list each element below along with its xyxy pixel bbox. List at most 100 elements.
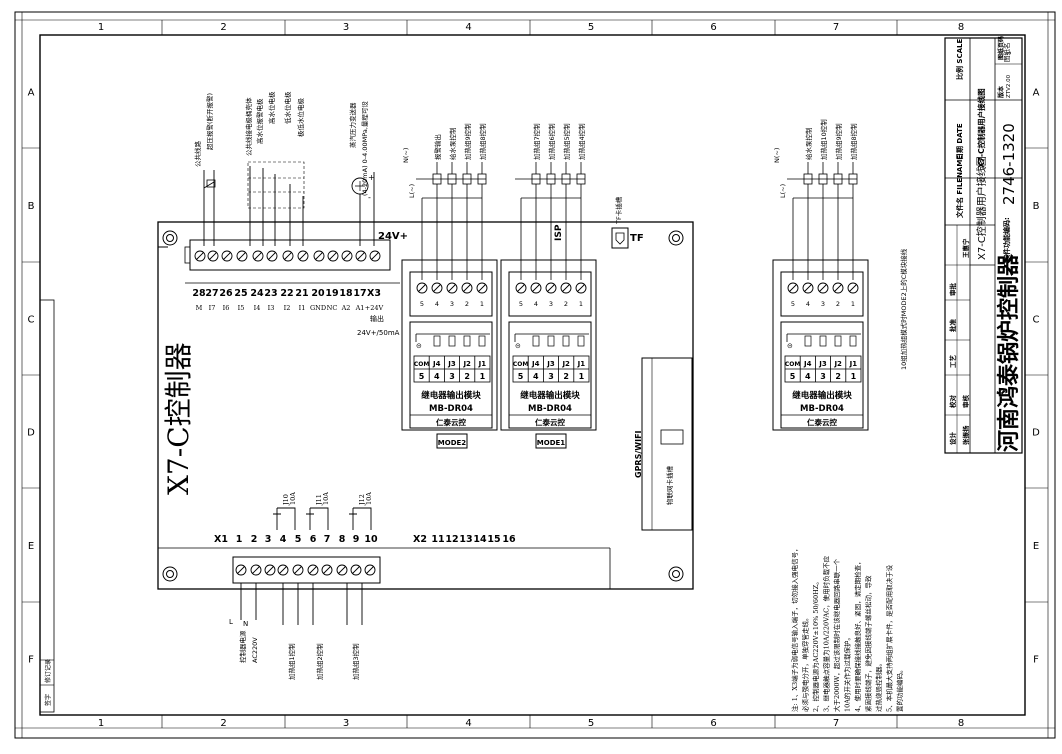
note-line: 5、本机最大支持两组扩展卡件，是否配用取决于设 xyxy=(885,564,894,712)
label-high-alarm: 高水位报警电极 xyxy=(255,98,264,144)
relay-rating: 10A xyxy=(365,492,373,505)
x3-screw-head xyxy=(355,250,367,262)
version-value: ZTV2.00 xyxy=(1006,74,1012,98)
software-code-label: 软件功能编码: xyxy=(1002,217,1011,262)
mode1-j-number: 2 xyxy=(563,372,569,381)
role-reviewer-name: 王惠宁 xyxy=(961,238,970,258)
mode1-screw-head xyxy=(575,282,587,294)
col-label-top: 2 xyxy=(220,22,226,33)
mode2-output-label: 加热组8控制 xyxy=(478,123,487,160)
row-label-right: F xyxy=(1033,655,1039,666)
mode1-term-number: 3 xyxy=(549,300,553,308)
x1-screw-head xyxy=(277,564,289,576)
remote-output-label: 加热组9控制 xyxy=(834,123,843,160)
x3-screw xyxy=(341,250,353,262)
x1-screw xyxy=(264,564,276,576)
mode1-screw-head xyxy=(545,282,557,294)
relay-rating: 10A xyxy=(289,492,297,505)
x3-screw-slot xyxy=(209,252,217,260)
x3-screw-slot xyxy=(343,252,351,260)
x1-screw xyxy=(364,564,376,576)
col-label-top: 6 xyxy=(710,22,716,33)
remote-n-label: N(~) xyxy=(773,148,781,163)
x1-screw-head xyxy=(264,564,276,576)
x1-screw xyxy=(336,564,348,576)
x3-screw xyxy=(207,250,219,262)
row-label-left: D xyxy=(27,428,35,439)
x3-screw xyxy=(266,250,278,262)
x1-screw xyxy=(292,564,304,576)
remote-j-number: 3 xyxy=(820,372,826,381)
x2-terminal-number: 11 xyxy=(431,534,444,545)
mount-hole-tl xyxy=(162,230,178,246)
relay-coil xyxy=(349,507,372,518)
col-label-bottom: 6 xyxy=(710,718,716,729)
x1-screw xyxy=(307,564,319,576)
x1-screw-head xyxy=(292,564,304,576)
x3-screw xyxy=(327,250,339,262)
mode2-screw-head xyxy=(431,282,443,294)
remote-screw-slot xyxy=(804,284,812,292)
mode1-screw xyxy=(575,282,587,294)
mode1-output-label: 加热组4控制 xyxy=(577,123,586,160)
mode1-term-number: 5 xyxy=(519,300,523,308)
mode1-screw-slot xyxy=(562,284,570,292)
x1-screw-slot xyxy=(323,566,331,574)
filename-label: 文件名 FILENAME xyxy=(955,155,964,218)
mode2-screw-slot xyxy=(418,284,426,292)
mode2-screw xyxy=(476,282,488,294)
mode1-screw xyxy=(560,282,572,294)
revision-label: 修订记录 xyxy=(44,659,52,683)
sheet-value: 1 xyxy=(1006,51,1013,55)
remote-j-label: J4 xyxy=(803,360,812,368)
mode2-relay-contact xyxy=(478,335,486,347)
x3-terminal-label: I4 xyxy=(254,304,261,312)
remote-output-label: 加热组8控制 xyxy=(849,123,858,160)
x3-screw-slot xyxy=(268,252,276,260)
label-group1: 加热组1控制 xyxy=(287,643,296,680)
x3-screw-slot xyxy=(254,252,262,260)
tf-label: TF xyxy=(630,233,644,244)
mode2-screw-head xyxy=(446,282,458,294)
x1-terminal-number: 4 xyxy=(280,534,287,545)
row-label-left: E xyxy=(28,541,34,552)
x3-screw-head xyxy=(313,250,325,262)
mode2-mode-tab xyxy=(436,433,468,449)
mode1-terminal-block xyxy=(508,271,592,317)
sheet-label: 图纸页码 xyxy=(997,36,1005,60)
label-24v: 24V+ xyxy=(378,231,408,242)
x1-screw-head xyxy=(307,564,319,576)
x3-power-spec: 24V+/50mA xyxy=(357,329,400,337)
relay-lead xyxy=(352,518,372,530)
role-process: 工艺 xyxy=(948,355,957,369)
mode1-relay-contact xyxy=(532,335,540,347)
x2-terminal-number: 15 xyxy=(487,534,500,545)
x3-terminal-number: 25 xyxy=(234,288,247,299)
remote-screw xyxy=(832,282,844,294)
mode1-screw xyxy=(545,282,557,294)
x1-terminal-number: 7 xyxy=(324,534,331,545)
mode2-j-number: 3 xyxy=(449,372,455,381)
remote-screw-slot xyxy=(789,284,797,292)
x3-output-label: 输出 xyxy=(370,314,384,323)
x3-terminal-number: 22 xyxy=(280,288,293,299)
mode1-j-label: J1 xyxy=(577,360,586,368)
note-line: 置的功能编码。 xyxy=(895,667,904,713)
x3-screw-head xyxy=(297,250,309,262)
mode2-j-number: 4 xyxy=(434,372,440,381)
remote-screw-slot xyxy=(849,284,857,292)
x3-screw xyxy=(252,250,264,262)
x3-screw-head xyxy=(221,250,233,262)
role-design: 设计 xyxy=(948,432,957,446)
label-high: 高水位电极 xyxy=(267,91,276,124)
x1-terminal-number: 3 xyxy=(265,534,272,545)
x1-screw-slot xyxy=(366,566,374,574)
remote-term-number: 3 xyxy=(821,300,825,308)
mode2-j-number: 1 xyxy=(480,372,486,381)
company-name: 河南鸿泰锅炉控制器 xyxy=(996,253,1022,452)
mode1-module-body xyxy=(508,321,592,429)
x1-screw-slot xyxy=(237,566,245,574)
tf-slot xyxy=(611,227,629,249)
